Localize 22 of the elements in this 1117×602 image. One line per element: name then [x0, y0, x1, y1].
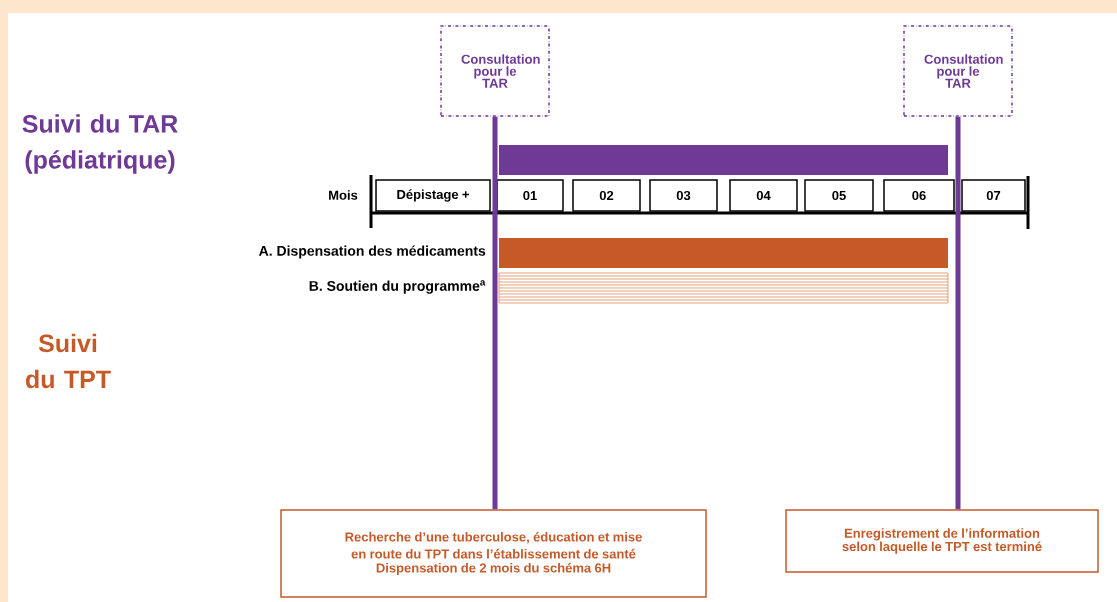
info-box: Recherche d’une tuberculose, éducation et mise en route du TPT dans l’établissement de santé Dispensation de 2 mois du schéma 6H	[280, 509, 707, 598]
consultation-box: Consultation pour le TAR	[903, 25, 1013, 117]
connector-line	[955, 116, 961, 510]
connector-line	[492, 116, 498, 510]
section-title: Suivi du TPT	[26, 333, 111, 389]
month-cell: 06	[883, 179, 955, 212]
bar-label: A. Dispensation des médicaments	[259, 245, 486, 259]
bar-label: B. Soutien du programme$^{a}$	[309, 280, 486, 294]
month-cell: 03	[649, 179, 718, 212]
month-cell: 05	[804, 179, 874, 212]
timeline-bar	[499, 145, 948, 175]
consultation-box: Consultation pour le TAR	[440, 25, 550, 117]
timeline-bar	[499, 238, 948, 268]
month-cell: 07	[961, 179, 1026, 212]
info-box: Enregistrement de l’information selon laquelle le TPT est terminé	[785, 509, 1099, 573]
axis-label: Mois	[329, 190, 358, 200]
hatched-bar	[498, 272, 949, 304]
section-title: Suivi du TAR (pédiatrique)	[22, 114, 178, 174]
month-cell: 02	[572, 179, 641, 212]
month-cell: 01	[496, 179, 564, 212]
month-cell: 04	[729, 179, 798, 212]
month-cell: Dépistage +	[375, 179, 491, 212]
